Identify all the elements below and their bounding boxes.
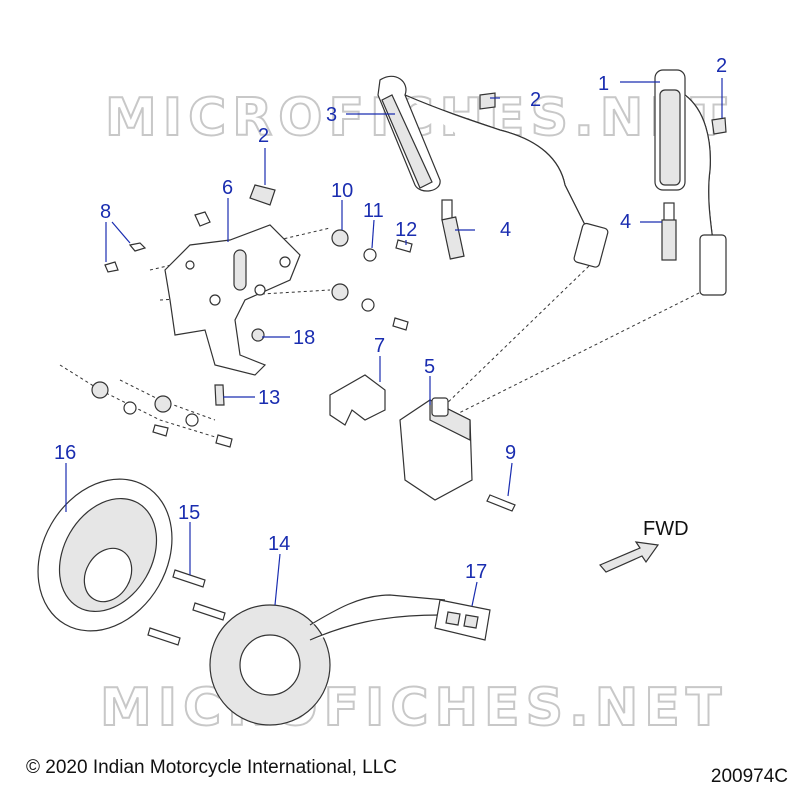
callout-2-front-clip: 2: [530, 89, 541, 111]
callout-4-rear-plug: 4: [620, 211, 631, 233]
callout-2-rear-clip: 2: [716, 55, 727, 77]
fwd-label: FWD: [643, 518, 689, 540]
callout-12: 12: [395, 219, 417, 241]
leader-lines: [65, 78, 723, 607]
callout-3: 3: [326, 104, 337, 126]
callout-1: 1: [598, 73, 609, 95]
callout-6: 6: [222, 177, 233, 199]
forward-indicator: FWD: [599, 518, 689, 573]
ignition-coil-rear: [654, 69, 727, 296]
callout-7: 7: [374, 335, 385, 357]
stator-bolts: [147, 569, 226, 646]
flywheel: [37, 478, 173, 632]
callout-5: 5: [424, 356, 435, 378]
callout-11: 11: [363, 200, 384, 222]
callout-9: 9: [505, 442, 516, 464]
clip-2: [479, 92, 496, 110]
small-bracket: [329, 374, 386, 426]
callout-labels: 1 2 2 2 3 4 4 5 6 7 8 9 10 11 12 13 14 1…: [54, 55, 727, 583]
mounting-bracket: [164, 224, 301, 376]
spark-plug-front: [441, 199, 465, 260]
stator: [209, 594, 446, 726]
callout-15: 15: [178, 502, 200, 524]
clip-3: [711, 117, 727, 135]
callout-14: 14: [268, 533, 290, 555]
watermark-bottom: MICROFICHES.NET: [100, 678, 727, 738]
watermark-top: MICROFICHES.NET: [105, 88, 732, 148]
ignition-coil-front: [377, 75, 609, 268]
ignition-module: [399, 397, 473, 501]
document-number: 200974C: [710, 766, 788, 787]
callout-10: 10: [331, 180, 353, 202]
stator-connector: [434, 599, 491, 641]
callout-16: 16: [54, 442, 76, 464]
callout-18: 18: [293, 327, 315, 349]
callout-4-front-plug: 4: [500, 219, 511, 241]
callout-17: 17: [465, 561, 487, 583]
clip-1: [249, 184, 276, 206]
hardware-fasteners: [91, 211, 516, 512]
callout-2-bracket-clip: 2: [258, 125, 269, 147]
copyright-notice: © 2020 Indian Motorcycle International, …: [26, 757, 397, 778]
spark-plug-rear: [661, 202, 677, 261]
callout-13: 13: [258, 387, 280, 409]
callout-8: 8: [100, 201, 111, 223]
